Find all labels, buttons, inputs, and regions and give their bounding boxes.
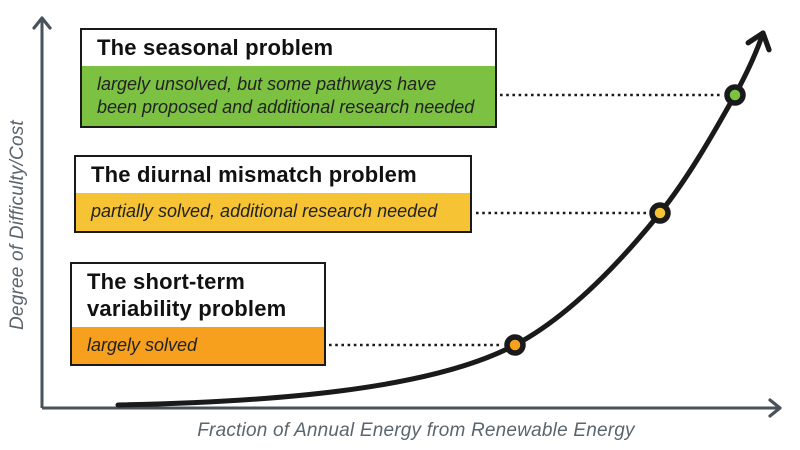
x-axis-label: Fraction of Annual Energy from Renewable… — [197, 420, 635, 441]
y-axis-label: Degree of Difficulty/Cost — [7, 120, 28, 330]
problem-status: largely solved — [72, 326, 324, 365]
problem-box-diurnal: The diurnal mismatch problem partially s… — [74, 155, 472, 233]
problem-status: partially solved, additional research ne… — [76, 192, 470, 231]
data-point-short-term — [504, 334, 526, 356]
problem-status: largely unsolved, but some pathways have… — [82, 65, 495, 127]
problem-title: The seasonal problem — [82, 30, 495, 66]
problem-title: The short-term variability problem — [72, 264, 324, 327]
problem-box-seasonal: The seasonal problem largely unsolved, b… — [80, 28, 497, 129]
data-point-diurnal — [649, 202, 671, 224]
problem-title: The diurnal mismatch problem — [76, 157, 470, 193]
problem-box-short-term: The short-term variability problem large… — [70, 262, 326, 367]
data-point-seasonal — [724, 84, 746, 106]
